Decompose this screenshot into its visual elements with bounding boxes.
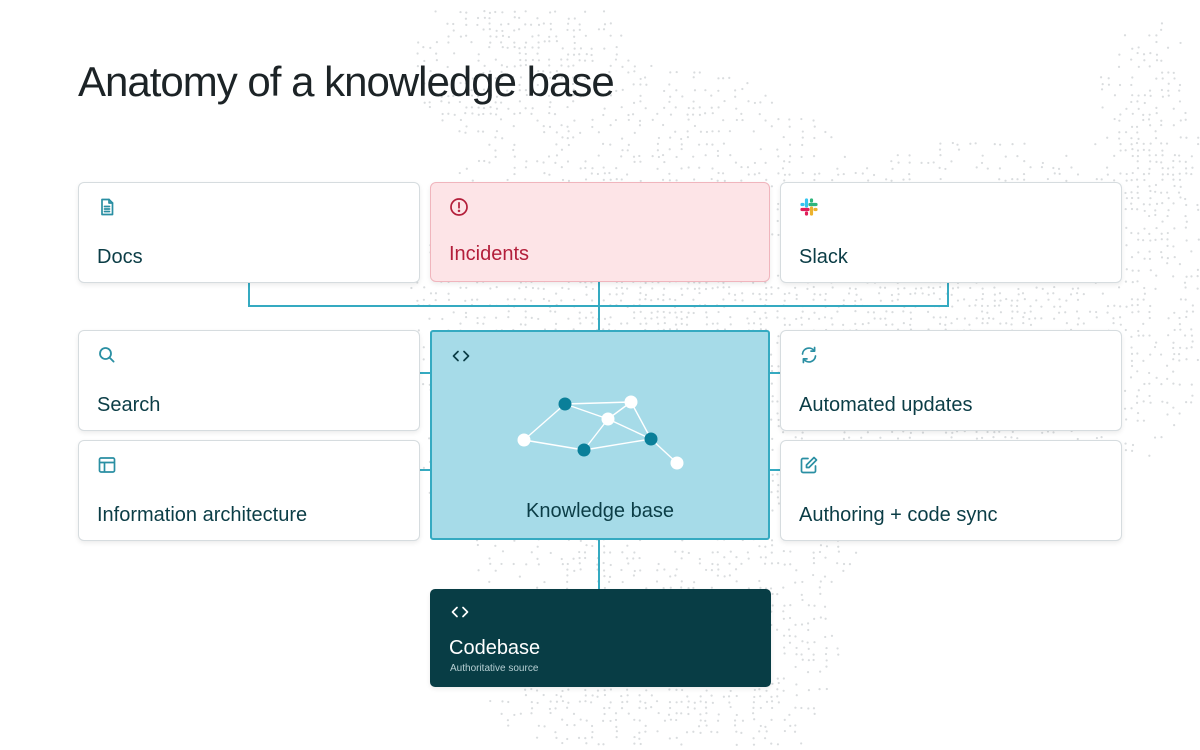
graph-node [517,433,531,447]
slack-label: Slack [799,246,848,268]
graph-node [558,397,572,411]
slack-card: Slack [780,182,1122,283]
document-icon [97,197,117,217]
incidents-card: Incidents [430,182,770,282]
codebase-label: Codebase [449,637,541,659]
automated-updates-label: Automated updates [799,394,973,416]
alert-circle-icon [449,197,469,217]
graph-node [577,443,591,457]
slack-logo-icon [799,197,819,217]
search-icon [97,345,117,365]
edit-icon [799,455,819,475]
information-architecture-label: Information architecture [97,504,308,526]
refresh-icon [799,345,819,365]
automated-updates-card: Automated updates [780,330,1122,431]
information-architecture-card: Information architecture [78,440,420,541]
codebase-sublabel: Authoritative source [450,663,539,674]
docs-label: Docs [97,246,143,268]
graph-node [644,432,658,446]
graph-node [624,395,638,409]
code-brackets-icon [451,346,471,366]
authoring-label: Authoring + code sync [799,504,998,526]
authoring-card: Authoring + code sync [780,440,1122,541]
graph-node [601,412,615,426]
knowledge-base-card: Knowledge base [430,330,770,540]
knowledge-graph-illustration [517,395,684,470]
graph-node [670,456,684,470]
knowledge-base-label: Knowledge base [526,500,674,522]
search-label: Search [97,394,161,416]
page-title: Anatomy of a knowledge base [78,58,615,105]
codebase-card: Codebase Authoritative source [430,589,771,687]
code-brackets-icon [450,602,470,622]
incidents-label: Incidents [449,243,530,265]
search-card: Search [78,330,420,431]
layout-icon [97,455,117,475]
docs-card: Docs [78,182,420,283]
